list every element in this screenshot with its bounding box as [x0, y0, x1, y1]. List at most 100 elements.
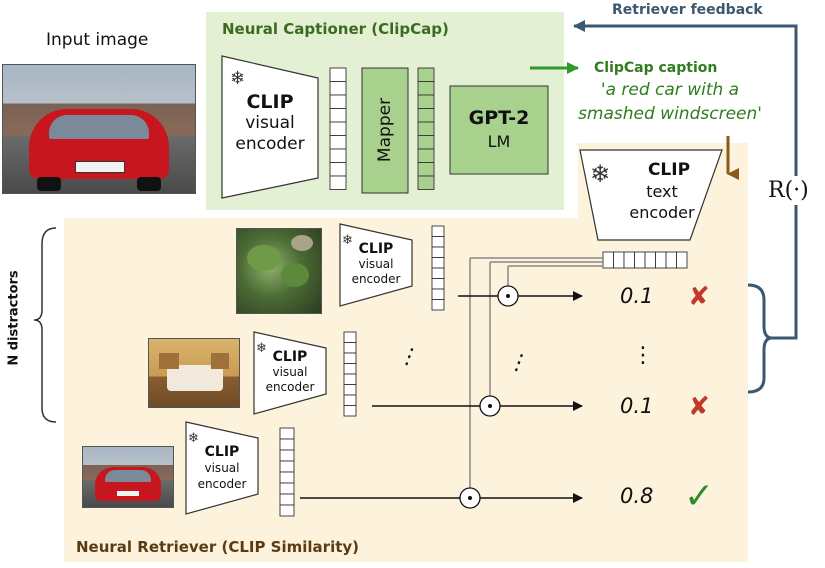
reward-label: R(·) [767, 176, 810, 205]
gpt2-block [449, 85, 549, 175]
text-feature-vector [602, 251, 688, 269]
caption-title: ClipCap caption [594, 60, 718, 76]
vector-cell [343, 384, 357, 396]
distractor2-encoder-label: CLIP visual encoder [254, 350, 326, 395]
vector-cell [343, 363, 357, 375]
svg-text:❄: ❄ [230, 68, 245, 89]
distractor2-clip-line2: visual [272, 365, 308, 379]
retriever-title: Neural Retriever (CLIP Similarity) [76, 538, 360, 556]
mapper-block [361, 67, 409, 194]
mapper-label: Mapper [375, 97, 395, 163]
row2-cross-icon: ✘ [688, 392, 710, 422]
similarity-arrows [300, 291, 583, 503]
vector-cell [431, 299, 445, 311]
target-clip-line3: encoder [197, 477, 247, 491]
distractor1-clip-line2: visual [358, 257, 394, 271]
vector-cell [644, 251, 656, 269]
vector-cell [431, 257, 445, 269]
snowflake-icon: ❄ ❄ ❄ ❄ ❄ [188, 68, 610, 446]
row1-score: 0.1 [620, 284, 654, 308]
distractor1-feature-vector [431, 225, 445, 311]
vector-cell [329, 135, 347, 150]
gpt2-subtitle: LM [487, 132, 511, 151]
vector-cell [431, 225, 445, 237]
vector-cell [343, 342, 357, 354]
vector-cell [343, 331, 357, 343]
feedback-label: Retriever feedback [612, 2, 763, 18]
vector-cell [343, 373, 357, 385]
scores-brace [747, 283, 773, 394]
distractors-label: N distractors [6, 270, 22, 366]
vector-cell [634, 251, 646, 269]
vector-cell [329, 67, 347, 82]
vector-cell [329, 175, 347, 190]
vector-cell [676, 251, 688, 269]
text-encoder-label: CLIP text encoder [612, 160, 712, 223]
vector-cell [431, 288, 445, 300]
distractor1-clip-line3: encoder [351, 272, 401, 286]
ellipsis-scores: ⋮ [632, 343, 654, 368]
captioner-clip-encoder [221, 55, 319, 199]
svg-text:❄: ❄ [256, 341, 267, 356]
vector-cell [279, 471, 295, 484]
caption-text-line2: smashed windscreen' [578, 104, 762, 124]
vector-cell [343, 405, 357, 417]
vector-cell [417, 121, 435, 136]
target-clip-line2: visual [204, 461, 240, 475]
input-image [2, 64, 196, 194]
vector-cell [279, 482, 295, 495]
row2-score: 0.1 [620, 394, 654, 418]
vector-cell [329, 94, 347, 109]
captioner-clip-label: CLIP visual encoder [222, 92, 318, 155]
svg-text:❄: ❄ [342, 233, 353, 248]
input-image-label: Input image [46, 30, 149, 50]
captioner-clip-title: CLIP [246, 91, 294, 113]
caption-text-line1: 'a red car with a [600, 80, 740, 100]
target-feature-vector [279, 427, 295, 517]
vector-cell [417, 175, 435, 190]
captioner-title: Neural Captioner (ClipCap) [222, 20, 449, 38]
target-image [82, 446, 174, 508]
vector-cell [329, 148, 347, 163]
vector-cell [417, 162, 435, 177]
vector-cell [417, 67, 435, 82]
vector-cell [431, 267, 445, 279]
distractor1-clip-title: CLIP [358, 241, 394, 257]
target-encoder-label: CLIP visual encoder [186, 444, 258, 492]
svg-text:❄: ❄ [590, 160, 610, 188]
distractor1-encoder-label: CLIP visual encoder [340, 242, 412, 287]
distractor1-image [236, 228, 322, 314]
target-encoder [185, 421, 259, 515]
vector-cell [613, 251, 625, 269]
distractors-brace [33, 227, 57, 423]
distractor2-clip-line3: encoder [265, 380, 315, 394]
captioner-clip-line2: visual [245, 113, 295, 133]
distractor2-encoder [253, 331, 327, 415]
vector-cell [329, 108, 347, 123]
vector-cell [279, 504, 295, 517]
vector-cell [279, 449, 295, 462]
vector-cell [431, 246, 445, 258]
text-encoder-line3: encoder [629, 203, 695, 222]
vector-cell [279, 438, 295, 451]
vector-cell [279, 460, 295, 473]
vector-cell [602, 251, 614, 269]
vector-cell [417, 148, 435, 163]
row3-check-icon: ✓ [684, 476, 715, 517]
vector-cell [417, 81, 435, 96]
distractor2-feature-vector [343, 331, 357, 417]
vector-cell [329, 81, 347, 96]
vector-cell [279, 427, 295, 440]
vector-cell [329, 162, 347, 177]
vector-cell [279, 493, 295, 506]
gpt2-label: GPT-2 LM [450, 106, 548, 154]
captioner-feature-vector [329, 67, 347, 190]
vector-cell [655, 251, 667, 269]
vector-cell [665, 251, 677, 269]
text-encoder-line2: text [646, 182, 678, 201]
mapper-output-vector [417, 67, 435, 190]
vector-cell [431, 236, 445, 248]
captioner-clip-line3: encoder [235, 134, 305, 154]
vector-cell [417, 94, 435, 109]
